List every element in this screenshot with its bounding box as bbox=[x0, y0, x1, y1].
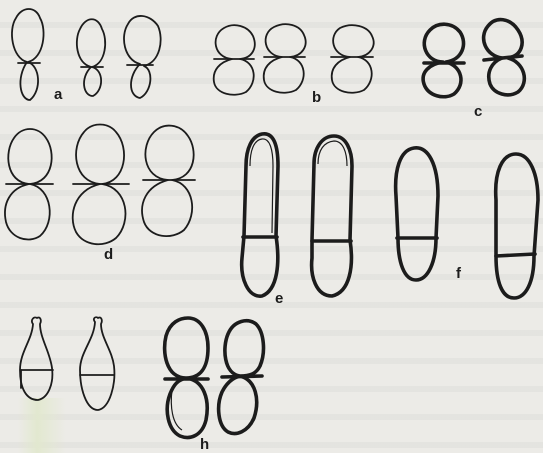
spore-e1 bbox=[242, 134, 278, 296]
label-f: f bbox=[456, 266, 461, 281]
spore-group-h bbox=[165, 318, 264, 437]
label-b: b bbox=[312, 90, 321, 105]
spore-c2 bbox=[484, 20, 525, 95]
spore-group-e bbox=[242, 134, 352, 296]
spore-b3 bbox=[331, 25, 374, 93]
label-d: d bbox=[104, 247, 113, 262]
spore-f1 bbox=[396, 148, 438, 280]
spore-d2 bbox=[73, 125, 129, 245]
spore-d1 bbox=[5, 129, 53, 240]
spore-h2 bbox=[219, 321, 264, 434]
spore-group-f bbox=[396, 148, 538, 298]
spore-b1 bbox=[214, 25, 255, 95]
spore-f2 bbox=[496, 154, 538, 298]
spore-a3 bbox=[124, 16, 161, 98]
label-h: h bbox=[200, 437, 209, 452]
spore-h1 bbox=[165, 318, 208, 437]
spore-group-c bbox=[423, 20, 524, 97]
spore-group-b bbox=[214, 24, 374, 95]
spore-e2 bbox=[312, 136, 352, 296]
spore-group-a bbox=[12, 9, 161, 100]
spore-beaked-1 bbox=[20, 317, 53, 400]
spore-d3 bbox=[142, 126, 195, 237]
spore-c1 bbox=[423, 24, 464, 97]
spore-group-d bbox=[5, 125, 195, 245]
spore-b2 bbox=[264, 24, 306, 93]
spore-a2 bbox=[77, 19, 105, 96]
spore-beaked-2 bbox=[80, 317, 114, 410]
label-c: c bbox=[474, 104, 482, 119]
spore-a1 bbox=[12, 9, 44, 100]
spore-group-beaked bbox=[20, 317, 114, 410]
label-a: a bbox=[54, 87, 62, 102]
label-e: e bbox=[275, 291, 283, 306]
